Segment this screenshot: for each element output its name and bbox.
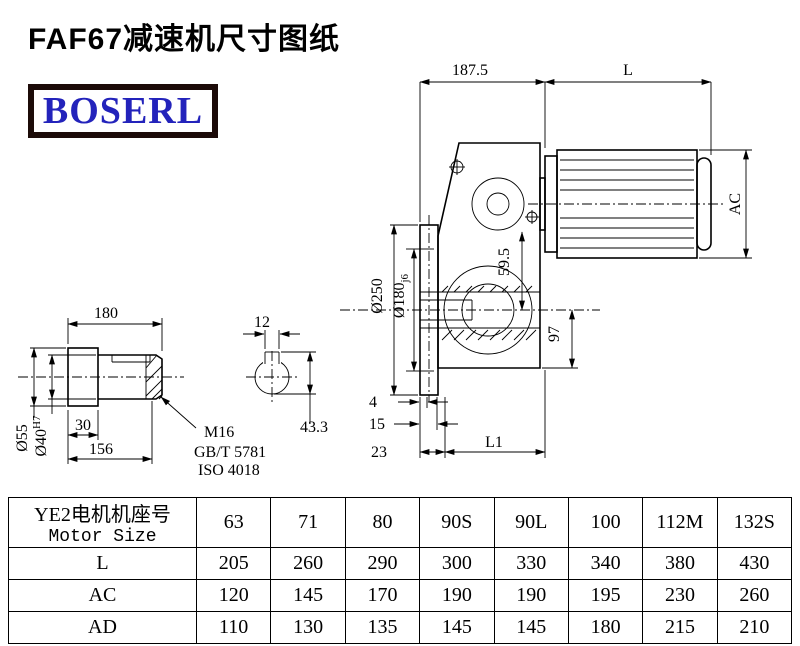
table-cell: 145 <box>270 579 346 612</box>
dim-top-width: 187.5 <box>452 62 488 79</box>
table-cell: 135 <box>344 611 421 644</box>
table-row-L: L 205 260 290 300 330 340 380 430 <box>8 547 793 580</box>
motor-size-header-cn: YE2电机机座号 <box>34 504 171 526</box>
brand-logo: BOSERL <box>28 84 218 138</box>
dim-key-depth: 43.3 <box>300 419 328 436</box>
dim-thread-length: 156 <box>89 441 113 458</box>
brand-logo-text: BOSERL <box>42 90 204 132</box>
col-header: 71 <box>270 497 346 548</box>
col-header: 63 <box>195 497 272 548</box>
table-cell: 145 <box>493 611 569 644</box>
dimension-labels: 187.5 L AC Ø250 Ø180j6 59.5 97 4 15 23 L… <box>14 62 744 479</box>
row-label: AD <box>8 611 197 644</box>
bore-value: Ø40 <box>33 429 50 457</box>
extension-lines <box>30 82 752 464</box>
table-cell: 380 <box>642 547 718 580</box>
dim-step-23: 23 <box>371 444 387 461</box>
table-cell: 430 <box>716 547 793 580</box>
gearbox-internal-details <box>420 159 694 372</box>
table-cell: 300 <box>419 547 495 580</box>
dim-spigot-diameter: Ø180j6 <box>391 273 411 318</box>
dim-key-width: 12 <box>254 314 270 331</box>
dim-flange-diameter: Ø250 <box>369 278 386 314</box>
table-cell: 195 <box>567 579 644 612</box>
spigot-tolerance: j6 <box>399 273 411 283</box>
table-cell: 215 <box>642 611 718 644</box>
col-header: 132S <box>716 497 793 548</box>
table-header-row: YE2电机机座号 Motor Size 63 71 80 90S 90L 100… <box>8 497 793 548</box>
keyway-section-detail <box>246 351 298 403</box>
table-cell: 290 <box>344 547 421 580</box>
spigot-value: Ø180 <box>391 283 408 319</box>
dim-step-15: 15 <box>369 416 385 433</box>
dim-step-4: 4 <box>369 394 377 411</box>
table-cell: 205 <box>195 547 272 580</box>
dim-motor-length: L <box>623 62 633 79</box>
dimension-lines <box>31 79 749 462</box>
table-cell: 230 <box>642 579 718 612</box>
dim-shaft-length: 180 <box>94 305 118 322</box>
gearbox-side-view <box>419 142 712 396</box>
table-cell: 340 <box>567 547 644 580</box>
dim-shaft-diameter: Ø55 <box>14 424 31 452</box>
col-header: 100 <box>567 497 644 548</box>
row-label: L <box>8 547 197 580</box>
dim-motor-height: AC <box>727 193 744 215</box>
table-cell: 120 <box>195 579 272 612</box>
table-cell: 330 <box>493 547 569 580</box>
col-header: 90L <box>493 497 569 548</box>
table-cell: 170 <box>344 579 421 612</box>
col-header: 112M <box>642 497 718 548</box>
table-cell: 110 <box>195 611 272 644</box>
motor-size-header-en: Motor Size <box>48 527 157 547</box>
table-cell: 190 <box>493 579 569 612</box>
table-row-AD: AD 110 130 135 145 145 180 215 210 <box>8 611 793 644</box>
table-cell: 145 <box>419 611 495 644</box>
standard-gb: GB/T 5781 <box>194 444 266 461</box>
dim-shoulder-length: 30 <box>75 417 91 434</box>
dimension-table: YE2电机机座号 Motor Size 63 71 80 90S 90L 100… <box>8 497 793 644</box>
dim-axis-to-bottom: 97 <box>546 326 563 342</box>
shaft-detail <box>67 347 163 407</box>
page-title: FAF67减速机尺寸图纸 <box>28 23 341 56</box>
dim-bore-diameter: Ø40H7 <box>31 415 50 457</box>
technical-drawing: 187.5 L AC Ø250 Ø180j6 59.5 97 4 15 23 L… <box>14 62 752 479</box>
table-row-AC: AC 120 145 170 190 190 195 230 260 <box>8 579 793 612</box>
standard-iso: ISO 4018 <box>198 462 260 479</box>
motor-size-header-cell: YE2电机机座号 Motor Size <box>8 497 197 548</box>
bore-tolerance: H7 <box>31 415 43 429</box>
table-cell: 260 <box>716 579 793 612</box>
table-cell: 130 <box>270 611 346 644</box>
row-label: AC <box>8 579 197 612</box>
table-cell: 190 <box>419 579 495 612</box>
table-cell: 180 <box>567 611 644 644</box>
dim-axis-to-face: 59.5 <box>496 248 513 276</box>
col-header: 80 <box>344 497 421 548</box>
centerlines <box>18 203 724 402</box>
table-cell: 260 <box>270 547 346 580</box>
col-header: 90S <box>419 497 495 548</box>
dim-thread: M16 <box>204 424 234 441</box>
table-cell: 210 <box>716 611 793 644</box>
dim-length-L1: L1 <box>485 434 503 451</box>
